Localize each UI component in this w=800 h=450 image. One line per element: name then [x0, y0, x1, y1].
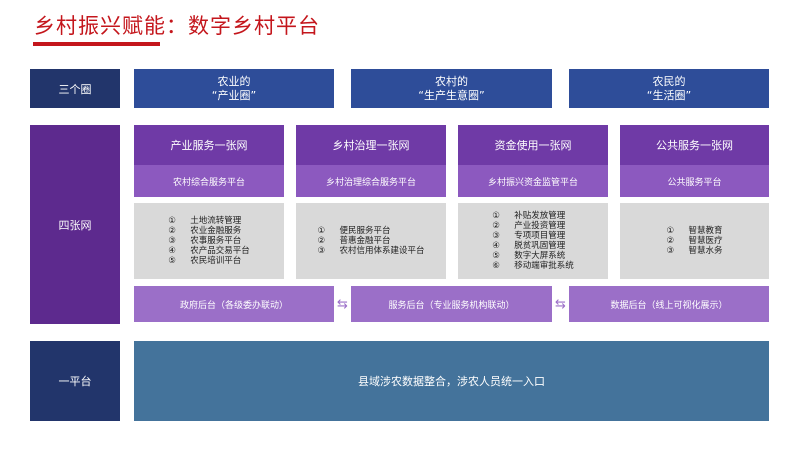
backend-data: 数据后台（线上可视化展示）	[569, 286, 769, 322]
network-platform-funds: 乡村振兴资金监管平台	[458, 165, 608, 197]
network-title-governance: 乡村治理一张网	[296, 125, 446, 165]
network-title-public: 公共服务一张网	[620, 125, 769, 165]
row-label-platform: 一平台	[30, 341, 120, 421]
circle-line2: “生产生意圈”	[418, 88, 485, 102]
row-label-networks: 四张网	[30, 125, 120, 324]
page-title: 乡村振兴赋能：数字乡村平台	[34, 14, 320, 38]
circle-line1: 农业的	[217, 74, 251, 88]
title-underline	[33, 42, 160, 46]
unified-platform: 县域涉农数据整合，涉农人员统一入口	[134, 341, 769, 421]
row-label-circles: 三个圈	[30, 69, 120, 108]
bidirectional-arrow-icon: ⇆	[337, 296, 348, 312]
circle-line2: “产业圈”	[211, 88, 257, 102]
backend-service: 服务后台（专业服务机构联动）	[351, 286, 552, 322]
circle-line1: 农民的	[652, 74, 686, 88]
circle-line1: 农村的	[435, 74, 468, 88]
network-title-funds: 资金使用一张网	[458, 125, 608, 165]
circle-agriculture: 农业的 “产业圈”	[134, 69, 334, 108]
circle-line2: “生活圈”	[646, 88, 692, 102]
network-title-industry: 产业服务一张网	[134, 125, 284, 165]
bidirectional-arrow-icon: ⇆	[555, 296, 566, 312]
circle-farmers: 农民的 “生活圈”	[569, 69, 769, 108]
network-platform-industry: 农村综合服务平台	[134, 165, 284, 197]
backend-government: 政府后台（各级委办联动）	[134, 286, 334, 322]
network-platform-governance: 乡村治理综合服务平台	[296, 165, 446, 197]
network-platform-public: 公共服务平台	[620, 165, 769, 197]
circle-rural: 农村的 “生产生意圈”	[351, 69, 552, 108]
